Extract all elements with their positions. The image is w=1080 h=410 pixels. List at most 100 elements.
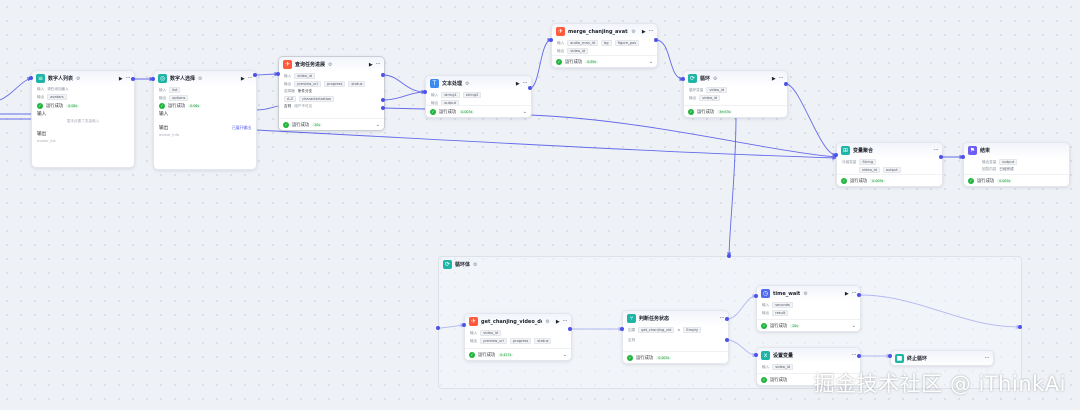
input-port[interactable] — [276, 72, 280, 76]
gear-icon[interactable]: ⚙ — [545, 318, 550, 325]
node-title: 变量聚合 — [853, 148, 874, 154]
chevron-down-icon[interactable]: ⌄ — [562, 351, 567, 358]
more-dots-icon[interactable]: ··· — [522, 80, 528, 87]
output-port[interactable] — [528, 86, 532, 90]
gear-icon[interactable]: ⚙ — [465, 80, 470, 87]
input-port[interactable] — [549, 38, 553, 42]
output-port[interactable] — [654, 38, 658, 42]
input-port[interactable] — [961, 155, 965, 159]
loop-body-port[interactable] — [727, 254, 731, 258]
more-dots-icon[interactable]: ··· — [247, 75, 253, 82]
chevron-down-icon[interactable]: ⌄ — [522, 108, 527, 115]
node-get-video-detail[interactable]: ✈ get_chanjing_video_detail ⚙ ▶ ··· 输入vi… — [464, 313, 572, 361]
input-label: 输入 — [37, 87, 45, 91]
input-port[interactable] — [754, 353, 758, 357]
chevron-down-icon[interactable]: ⌄ — [375, 121, 380, 128]
gear-icon[interactable]: ⚙ — [803, 290, 808, 297]
input-port[interactable] — [620, 327, 624, 331]
more-dots-icon[interactable]: ··· — [851, 352, 857, 359]
more-dots-icon[interactable]: ··· — [933, 147, 939, 154]
output-port[interactable] — [381, 106, 385, 110]
more-dots-icon[interactable]: ··· — [125, 75, 131, 82]
node-stop-loop[interactable]: ■ 终止循环 ··· — [890, 350, 994, 366]
run-status: 运行成功 — [565, 59, 583, 65]
run-time: 20s — [312, 122, 323, 127]
gear-icon[interactable]: ⚙ — [328, 61, 333, 68]
more-dots-icon[interactable]: ··· — [562, 318, 568, 325]
play-icon[interactable]: ▶ — [368, 61, 373, 68]
gear-icon[interactable]: ⚙ — [713, 75, 718, 82]
output-port[interactable] — [857, 293, 861, 297]
loop-start-port[interactable] — [436, 326, 440, 330]
plugin-icon: ✈ — [556, 27, 565, 36]
more-dots-icon[interactable]: ··· — [719, 315, 725, 322]
play-icon[interactable]: ▶ — [641, 28, 646, 35]
output-port[interactable] — [381, 73, 385, 77]
input-port[interactable] — [423, 90, 427, 94]
gear-icon[interactable]: ⚙ — [631, 28, 636, 35]
more-dots-icon[interactable]: ··· — [648, 28, 654, 35]
play-icon[interactable]: ▶ — [844, 290, 849, 297]
output-tag: progress — [509, 338, 532, 344]
node-status-bar: ✓ 运行成功 0.005s — [964, 174, 1069, 186]
output-port[interactable] — [857, 354, 861, 358]
more-dots-icon[interactable]: ··· — [851, 290, 857, 297]
output-port[interactable] — [725, 317, 729, 321]
play-icon[interactable]: ▶ — [515, 80, 520, 87]
answer-text: 已经完成 — [999, 167, 1014, 171]
input-label: 输入 — [284, 73, 292, 78]
output-port[interactable] — [381, 98, 385, 102]
input-port[interactable] — [834, 153, 838, 157]
input-port[interactable] — [754, 294, 758, 298]
else-label: 否则 — [628, 338, 636, 342]
input-label: 输入 — [762, 364, 770, 369]
input-hint: 请在添加输入 — [47, 87, 69, 91]
more-dots-icon[interactable]: ··· — [375, 61, 381, 68]
chevron-down-icon[interactable]: ⌄ — [648, 58, 653, 65]
input-port[interactable] — [151, 77, 155, 81]
output-port[interactable] — [253, 73, 257, 77]
play-icon[interactable]: ▶ — [240, 75, 245, 82]
output-port[interactable] — [725, 338, 729, 342]
chevron-down-icon[interactable]: ⌄ — [851, 322, 856, 329]
output-port[interactable] — [939, 155, 943, 159]
run-time: 0.005s — [997, 178, 1013, 183]
play-icon[interactable]: ▶ — [555, 318, 560, 325]
node-status-bar: ✓ 运行成功 0.009s — [837, 174, 942, 186]
input-port[interactable] — [29, 76, 33, 80]
output-label: 输出 — [557, 48, 565, 53]
input-port[interactable] — [888, 354, 892, 358]
loop-icon: ⟳ — [443, 260, 452, 269]
node-title: 结束 — [980, 148, 991, 154]
input-port[interactable] — [681, 77, 685, 81]
input-port[interactable] — [462, 323, 466, 327]
output-port[interactable] — [131, 77, 135, 81]
play-icon[interactable]: ▶ — [118, 75, 123, 82]
more-dots-icon[interactable]: ··· — [778, 75, 784, 82]
output-port[interactable] — [784, 82, 788, 86]
input-tag: video_id — [706, 87, 728, 93]
variable-icon: x — [761, 351, 770, 360]
list-icon: ≡ — [36, 74, 45, 83]
gear-icon[interactable]: ⚙ — [76, 75, 81, 82]
gear-icon[interactable]: ⚙ — [198, 75, 203, 82]
loop-end-port[interactable] — [1018, 325, 1022, 329]
more-dots-icon[interactable]: ··· — [984, 355, 990, 362]
play-icon[interactable]: ▶ — [771, 75, 776, 82]
output-tag: progress — [323, 81, 346, 87]
expand-output-link[interactable]: 已展开输出 — [232, 125, 251, 130]
check-circle-icon: ✓ — [841, 177, 847, 184]
gear-icon[interactable]: ⚙ — [473, 261, 478, 268]
output-port[interactable] — [568, 327, 572, 331]
